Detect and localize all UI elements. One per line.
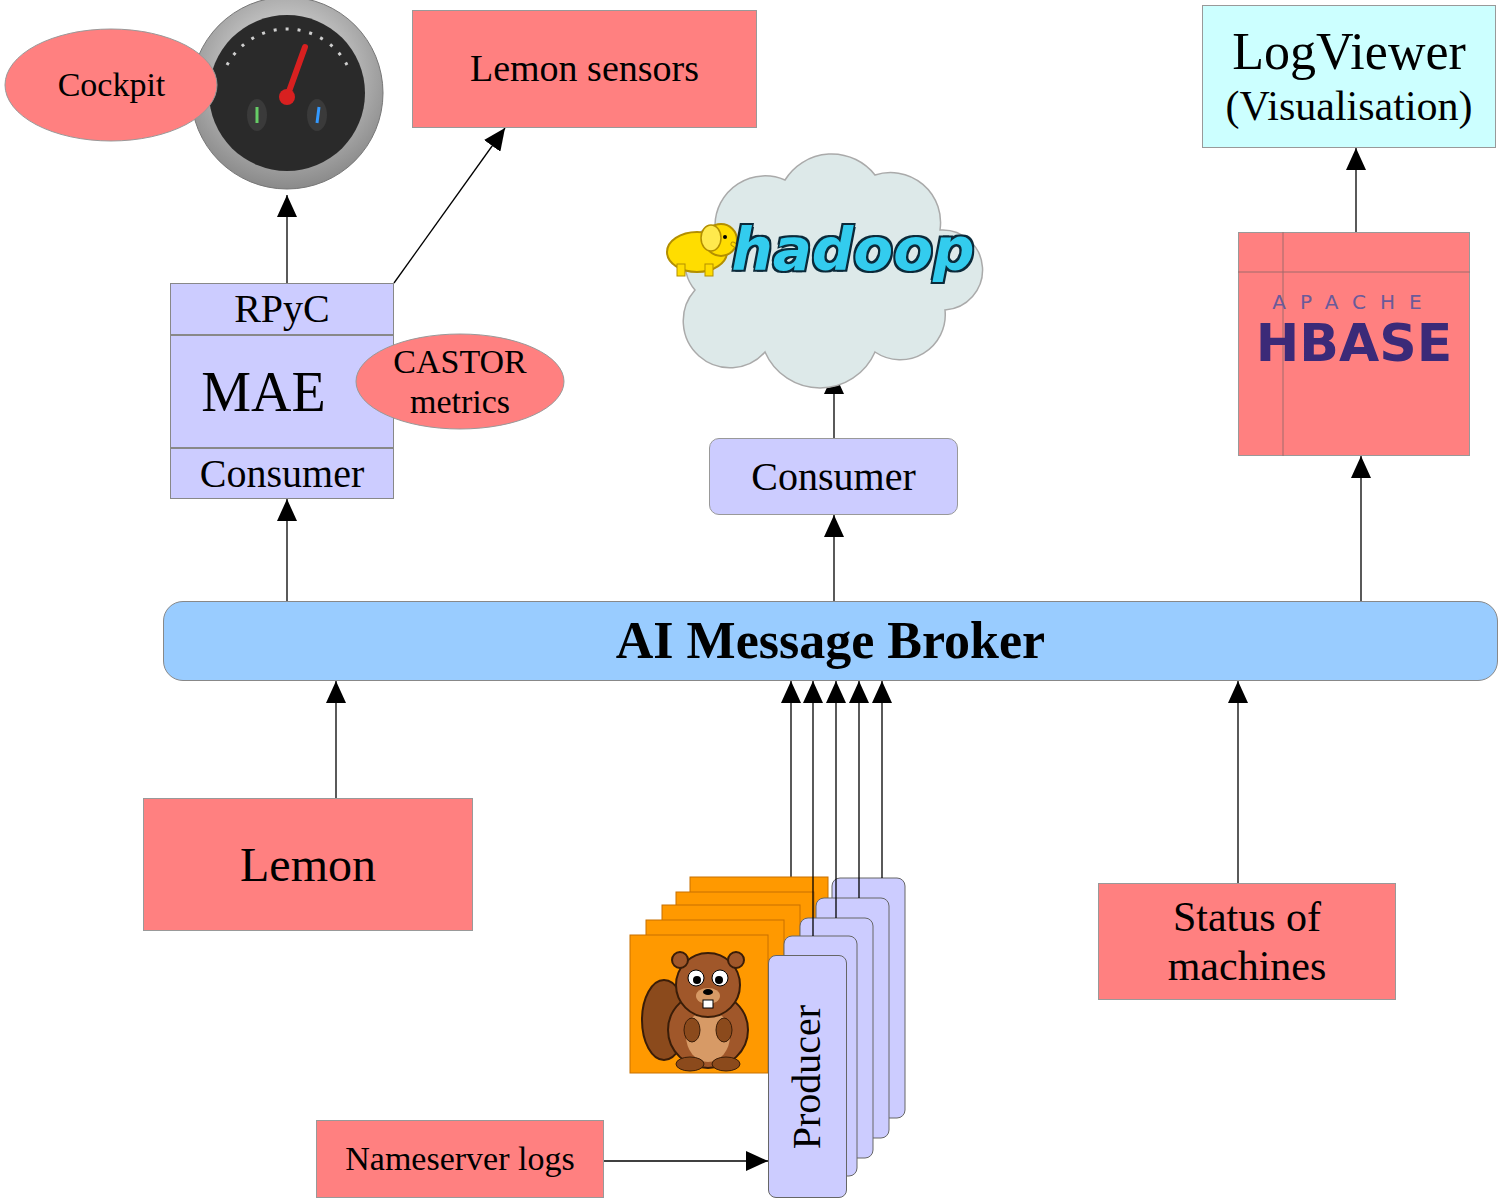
text-area: APACHEHBASE [1238, 292, 1470, 372]
text-area: LogViewer(Visualisation) [1203, 6, 1495, 147]
producer-arrows [813, 681, 882, 936]
process-box: Producer [768, 955, 847, 1198]
connector-arrow [335, 681, 336, 798]
connector-arrow [286, 195, 287, 283]
process-box: RPyC [170, 283, 394, 335]
node-label: RPyC [228, 286, 336, 332]
cockpit-gauge: Cockpit [5, 5, 385, 195]
node-label: Lemon sensors [464, 47, 705, 91]
node-label: (Visualisation) [1219, 82, 1478, 130]
process-box: Nameserver logs [316, 1120, 604, 1198]
node-label: AI Message Broker [610, 611, 1051, 671]
text-area: Status of machines [1099, 884, 1395, 999]
node-label: Cockpit [52, 65, 172, 104]
process-box: Consumer [709, 438, 958, 515]
node-label: LogViewer [1226, 22, 1472, 82]
node-label: Nameserver logs [339, 1139, 580, 1178]
node-label: MAE [195, 360, 331, 424]
cloud-node: hadoop [655, 140, 975, 372]
text-area: Producer [769, 956, 846, 1197]
node-label: hadoop [725, 217, 980, 284]
connector-arrow [833, 515, 834, 601]
text-area: AI Message Broker [164, 602, 1497, 680]
node-label: CASTOR metrics [375, 342, 545, 420]
text-area: MAE [171, 336, 356, 449]
node-label: Consumer [194, 451, 370, 497]
process-box: LogViewer(Visualisation) [1202, 5, 1496, 148]
node-label: Consumer [745, 454, 921, 500]
process-box: Lemon sensors [412, 10, 757, 128]
connector-arrow [1360, 456, 1361, 601]
text-area: Consumer [171, 449, 393, 498]
text-area: Consumer [710, 439, 957, 514]
connector-arrow [604, 1160, 768, 1161]
text-area: Lemon sensors [413, 11, 756, 127]
node-label: HBASE [1250, 314, 1458, 374]
process-box: Consumer [170, 448, 394, 499]
connector-arrow [1355, 148, 1356, 232]
connector-arrow [286, 499, 287, 601]
text-area: Lemon [144, 799, 472, 930]
node-label: Status of machines [1099, 893, 1395, 990]
node-label: Lemon [234, 837, 382, 892]
connector-arrow [394, 128, 505, 283]
text-area: RPyC [171, 284, 393, 334]
connector-arrow [1237, 681, 1238, 883]
message-bus: AI Message Broker [163, 601, 1498, 681]
beaver-icon [642, 952, 748, 1071]
text-area: Cockpit [5, 29, 218, 141]
text-area: Nameserver logs [317, 1121, 603, 1197]
node-label: Producer [785, 1004, 831, 1148]
ellipse-node: CASTOR metrics [355, 333, 565, 430]
process-box: Status of machines [1098, 883, 1396, 1000]
text-area: hadoop [733, 200, 973, 300]
process-box: Lemon [143, 798, 473, 931]
database-box: APACHEHBASE [1238, 232, 1470, 456]
node-label: APACHE [1266, 291, 1441, 314]
text-area: CASTOR metrics [375, 338, 545, 425]
